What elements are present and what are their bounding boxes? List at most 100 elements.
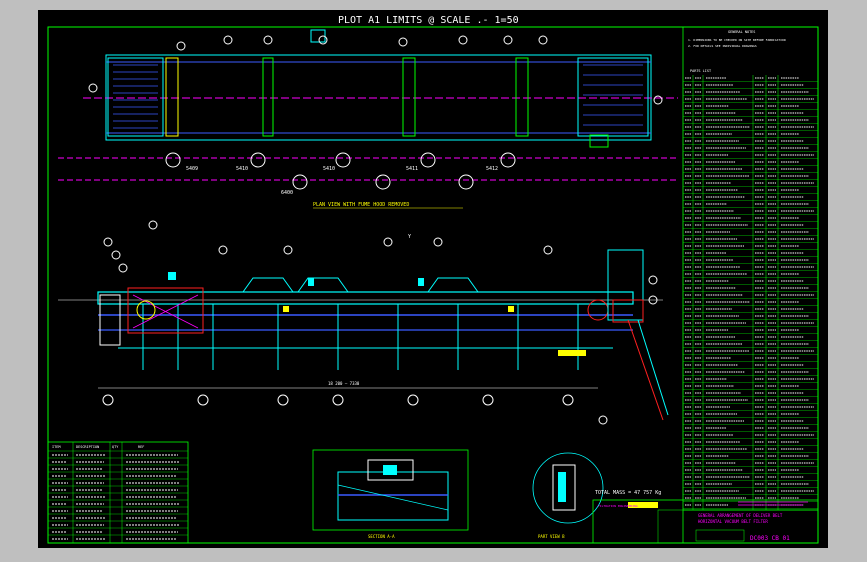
notes-title: GENERAL NOTES bbox=[728, 30, 755, 34]
chute-line bbox=[627, 319, 664, 421]
callout-balloon bbox=[88, 83, 98, 93]
parts-rows bbox=[683, 77, 818, 509]
side-elevation: 18 200 — 7330 Y bbox=[58, 220, 669, 425]
support-frame bbox=[262, 57, 274, 137]
nameplate bbox=[558, 350, 586, 356]
callout-balloon bbox=[111, 250, 121, 260]
note-line: 2. FOR DETAILS SEE INDIVIDUAL DRAWINGS bbox=[688, 44, 757, 48]
section-vacuum-box bbox=[383, 465, 397, 475]
title-block-cell bbox=[657, 509, 684, 544]
callout-balloon bbox=[223, 35, 233, 45]
title-block: GENERAL ARRANGEMENT OF DELIVER BELT HORI… bbox=[592, 499, 819, 544]
station-label: 5410 bbox=[323, 166, 335, 172]
section-caption: SECTION A-A bbox=[368, 534, 395, 539]
drawing-title-line2: HORIZONTAL VACUUM BELT FILTER bbox=[698, 519, 768, 524]
fume-hoods bbox=[242, 277, 479, 293]
head-pulley bbox=[587, 299, 609, 321]
callout-balloon bbox=[648, 295, 658, 305]
drawing-number: DC003 CB 01 bbox=[750, 535, 790, 542]
drawing-canvas[interactable]: PLOT A1 LIMITS @ SCALE .- 1=50 bbox=[38, 10, 828, 548]
grid-balloon bbox=[482, 394, 494, 406]
station-circle bbox=[335, 152, 351, 168]
support-frame bbox=[402, 57, 416, 137]
section-brace bbox=[337, 484, 449, 511]
station-circle bbox=[458, 174, 474, 190]
section-hood bbox=[367, 459, 414, 481]
plot-title: PLOT A1 LIMITS @ SCALE .- 1=50 bbox=[338, 15, 519, 26]
callout-balloon bbox=[433, 237, 443, 247]
total-mass: TOTAL MASS = 47 757 Kg bbox=[595, 490, 661, 496]
title-block-marks bbox=[738, 501, 808, 506]
callout-balloon bbox=[283, 245, 293, 255]
mini-table-header: DESCRIPTION bbox=[76, 445, 99, 449]
mini-table-header: QTY bbox=[112, 445, 119, 449]
tail-box bbox=[99, 294, 121, 346]
part-view-circle bbox=[532, 452, 604, 524]
station-circle bbox=[250, 152, 266, 168]
span-dimension: 18 200 — 7330 bbox=[328, 381, 360, 386]
tail-hatch bbox=[113, 64, 158, 129]
tail-section bbox=[107, 57, 164, 137]
head-hatch bbox=[583, 64, 643, 126]
valve bbox=[418, 278, 424, 286]
station-circle bbox=[375, 174, 391, 190]
station-label: 5412 bbox=[486, 166, 498, 172]
head-section bbox=[577, 57, 649, 137]
mini-table-rows bbox=[48, 450, 188, 536]
grid-balloon bbox=[197, 394, 209, 406]
callout-balloon bbox=[218, 245, 228, 255]
callout-balloon bbox=[148, 220, 158, 230]
callout-balloon bbox=[648, 275, 658, 285]
mini-table-header: REF bbox=[138, 445, 144, 449]
grid-balloon bbox=[407, 394, 419, 406]
callout-balloon bbox=[318, 35, 328, 45]
support-frame bbox=[515, 57, 529, 137]
mini-table-header: ITEM bbox=[52, 445, 60, 449]
roller bbox=[508, 306, 514, 312]
callout-balloon bbox=[653, 95, 663, 105]
station-circle bbox=[500, 152, 516, 168]
valve bbox=[308, 278, 314, 286]
callout-balloon bbox=[458, 35, 468, 45]
station-label: 5409 bbox=[186, 166, 198, 172]
tail-pulley-assembly bbox=[127, 287, 204, 334]
station-circle bbox=[420, 152, 436, 168]
parts-list-title: PARTS LIST bbox=[690, 69, 712, 73]
discharge-chute bbox=[607, 249, 644, 321]
parts-table-small: ITEM DESCRIPTION QTY REF bbox=[47, 441, 189, 544]
mini-table-frame bbox=[47, 441, 189, 544]
grid-balloon bbox=[332, 394, 344, 406]
callout-balloon bbox=[543, 245, 553, 255]
station-circle bbox=[292, 174, 308, 190]
part-view-detail bbox=[558, 472, 566, 502]
dimension-label: 6400 bbox=[281, 190, 293, 196]
callout-balloon bbox=[538, 35, 548, 45]
section-outline bbox=[312, 449, 469, 531]
callout-balloon bbox=[383, 237, 393, 247]
frame-legs bbox=[142, 304, 579, 370]
section-frame bbox=[337, 471, 449, 521]
section-view: SECTION A-A PART VIEW B TOTAL MASS = 47 … bbox=[312, 449, 661, 539]
callout-balloon bbox=[503, 35, 513, 45]
part-view-caption: PART VIEW B bbox=[538, 534, 565, 539]
station-circle bbox=[165, 152, 181, 168]
grid-balloon bbox=[277, 394, 289, 406]
grid-balloon bbox=[102, 394, 114, 406]
view-arrow-label: Y bbox=[408, 234, 411, 240]
callout-balloon bbox=[118, 263, 128, 273]
tail-bracing bbox=[132, 294, 199, 329]
station-label: 5410 bbox=[236, 166, 248, 172]
company-name: FILTRATION ENGINEERING bbox=[598, 504, 638, 508]
title-block-cell bbox=[695, 529, 745, 542]
deck-frame bbox=[97, 291, 634, 305]
company-logo bbox=[628, 502, 658, 508]
callout-balloon bbox=[398, 37, 408, 47]
callout-balloon bbox=[103, 237, 113, 247]
grid-balloon bbox=[598, 415, 608, 425]
mini-table-text-rows bbox=[52, 454, 180, 540]
parts-list: GENERAL NOTES 1. DIMENSIONS TO BE CHECKE… bbox=[682, 26, 819, 511]
part-view-detail bbox=[552, 464, 576, 511]
drawing-svg: PLOT A1 LIMITS @ SCALE .- 1=50 bbox=[47, 15, 819, 544]
note-line: 1. DIMENSIONS TO BE CHECKED ON SITE BEFO… bbox=[688, 38, 786, 42]
